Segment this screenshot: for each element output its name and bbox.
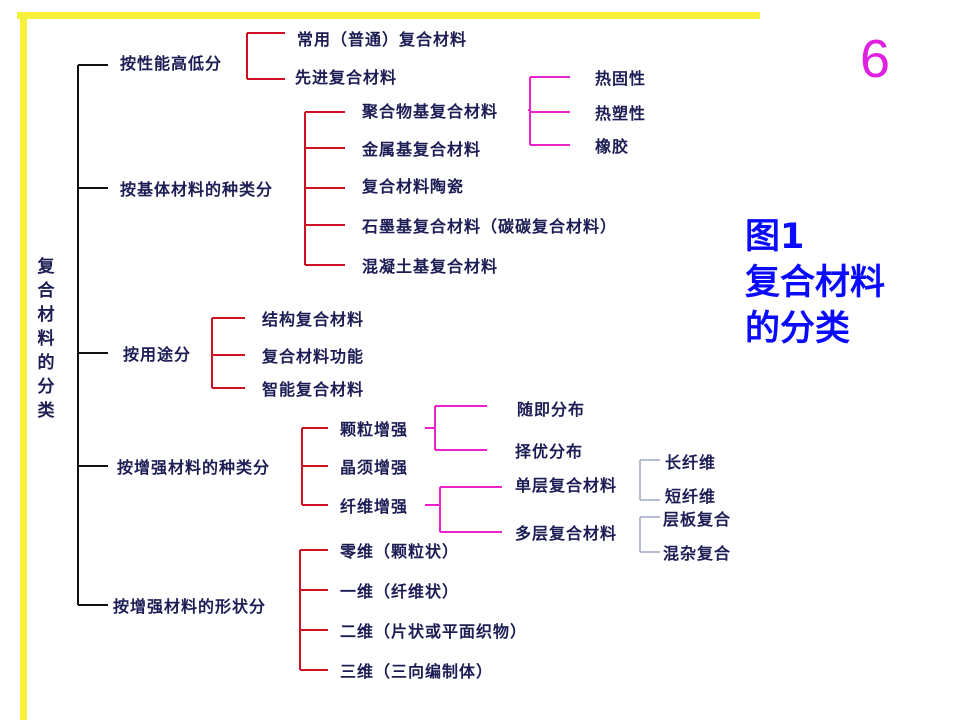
root-label: 复合材料的分类 [37,257,55,421]
slide-number: 6 [860,29,891,89]
level1-shape: 按增强材料的形状分 [113,597,267,616]
magenta-brackets [425,76,570,533]
node-short-fiber: 短纤维 [665,487,717,506]
node-ceramic: 复合材料陶瓷 [362,177,465,196]
node-structural: 结构复合材料 [262,310,365,329]
node-preferred: 择优分布 [515,442,584,461]
level1-usage: 按用途分 [123,345,192,364]
node-common: 常用（普通）复合材料 [297,30,468,49]
node-long-fiber: 长纤维 [665,453,717,472]
node-random: 随即分布 [517,400,586,419]
node-particle: 颗粒增强 [340,420,409,439]
node-smart: 智能复合材料 [262,380,365,399]
node-hybrid: 混杂复合 [663,544,732,563]
node-zero-dim: 零维（颗粒状） [340,542,460,561]
node-metal: 金属基复合材料 [362,140,482,159]
red-brackets [211,32,345,671]
root-bracket [77,64,108,606]
node-functional: 复合材料功能 [262,347,365,366]
node-polymer: 聚合物基复合材料 [362,102,499,121]
node-laminate: 层板复合 [663,510,732,529]
grey-brackets [639,459,660,553]
node-one-dim: 一维（纤维状） [340,582,460,601]
node-fiber: 纤维增强 [340,497,409,516]
node-thermoset: 热固性 [595,69,647,88]
node-single-layer: 单层复合材料 [515,476,618,495]
node-concrete: 混凝土基复合材料 [362,257,499,276]
level1-matrix: 按基体材料的种类分 [120,180,274,199]
caption-line: 复合材料 [745,263,886,303]
node-two-dim: 二维（片状或平面织物） [340,622,528,641]
frame-left-border [20,12,27,720]
caption-line: 的分类 [745,309,851,349]
node-three-dim: 三维（三向编制体） [340,662,494,681]
node-thermoplastic: 热塑性 [595,104,647,123]
node-whisker: 晶须增强 [340,458,409,477]
level1-reinforcement: 按增强材料的种类分 [117,458,271,477]
node-multi-layer: 多层复合材料 [515,524,618,543]
figure-caption: 图1 复合材料 的分类 [745,214,885,352]
node-advanced: 先进复合材料 [295,68,398,87]
node-graphite: 石墨基复合材料（碳碳复合材料） [362,217,618,236]
node-rubber: 橡胶 [595,137,630,156]
caption-line: 图1 [745,217,805,257]
level1-performance: 按性能高低分 [120,54,223,73]
frame-top-border [17,12,760,19]
